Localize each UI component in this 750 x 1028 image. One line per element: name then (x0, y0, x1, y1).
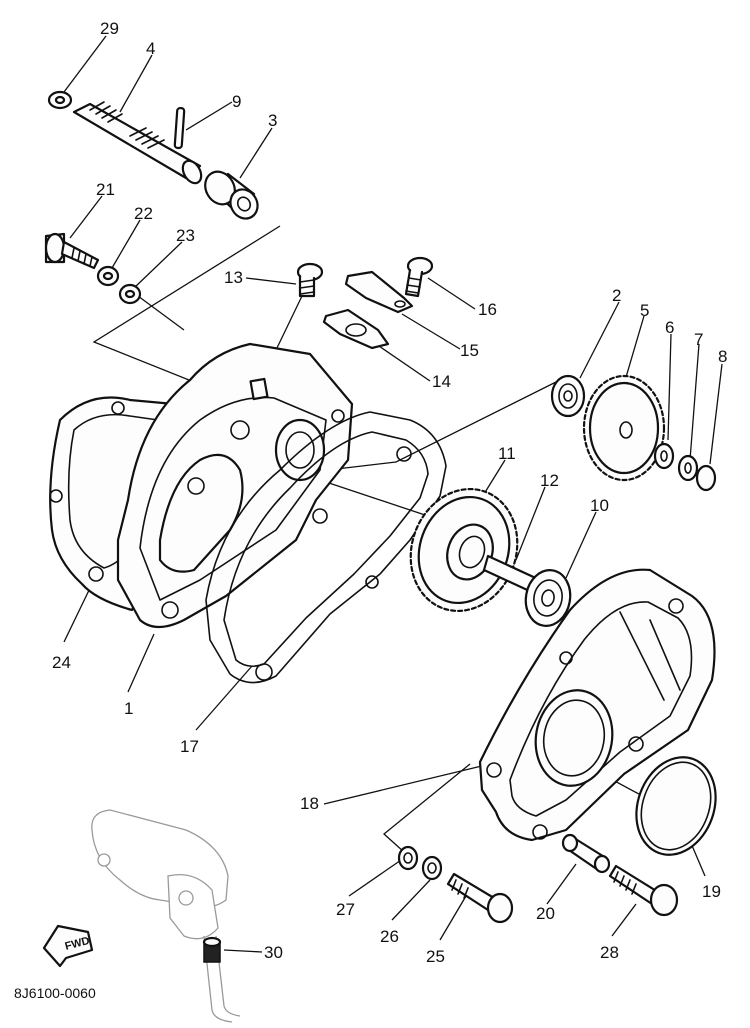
gasket-14 (322, 308, 390, 350)
callout-8: 8 (718, 347, 727, 366)
callout-12: 12 (540, 471, 559, 490)
callout-25: 25 (426, 947, 445, 966)
bearing-2 (550, 374, 586, 418)
washer-23 (118, 283, 142, 305)
callout-28: 28 (600, 943, 619, 962)
callout-19: 19 (702, 882, 721, 901)
housing-1 (116, 342, 354, 629)
sprocket-5 (582, 374, 666, 482)
callout-20: 20 (536, 904, 555, 923)
callout-15: 15 (460, 341, 479, 360)
callout-11: 11 (498, 444, 516, 463)
drawing-code: 8J6100-0060 (14, 985, 96, 1001)
callout-27: 27 (336, 900, 355, 919)
bolt-21 (44, 232, 100, 270)
callout-labels: 29 4 9 3 21 22 23 13 16 15 14 2 5 6 7 8 … (52, 19, 727, 966)
screw-13 (296, 262, 324, 298)
callout-23: 23 (176, 226, 195, 245)
oring-19 (635, 756, 717, 856)
gasket-17 (205, 411, 447, 684)
bolt-28 (608, 864, 679, 917)
leader-lines (63, 35, 723, 953)
washer-6 (653, 442, 675, 470)
callout-5: 5 (640, 301, 649, 320)
fwd-arrow-icon: FWD (42, 924, 94, 968)
callout-2: 2 (612, 286, 621, 305)
washer-22 (96, 265, 120, 287)
callout-7: 7 (694, 330, 703, 349)
callout-26: 26 (380, 927, 399, 946)
callout-4: 4 (146, 39, 155, 58)
inset-tank (91, 809, 241, 1023)
washer-26 (421, 855, 443, 881)
screw-16 (404, 256, 434, 298)
callout-10: 10 (590, 496, 609, 515)
callout-6: 6 (665, 318, 674, 337)
sleeve-20 (561, 833, 611, 874)
callout-17: 17 (180, 737, 199, 756)
bearing-10 (524, 569, 572, 627)
washer-29 (47, 90, 73, 110)
callout-16: 16 (478, 300, 497, 319)
callout-21: 21 (96, 180, 115, 199)
nozzle-30 (202, 936, 222, 963)
shaft-4 (72, 101, 203, 185)
clip-8 (695, 464, 717, 492)
callout-9: 9 (232, 92, 241, 111)
callout-29: 29 (100, 19, 119, 38)
callout-13: 13 (224, 268, 243, 287)
pin-9 (173, 106, 186, 150)
callout-1: 1 (124, 699, 133, 718)
callout-30: 30 (264, 943, 283, 962)
callout-14: 14 (432, 372, 451, 391)
cover-18 (478, 568, 716, 842)
callout-22: 22 (134, 204, 153, 223)
collar-3 (204, 170, 259, 220)
washer-27 (397, 845, 419, 871)
bolt-25 (446, 872, 514, 924)
callout-18: 18 (300, 794, 319, 813)
callout-3: 3 (268, 111, 277, 130)
washer-7 (677, 454, 699, 482)
gear-11 (409, 487, 519, 613)
plate-15 (344, 270, 414, 314)
callout-24: 24 (52, 653, 71, 672)
